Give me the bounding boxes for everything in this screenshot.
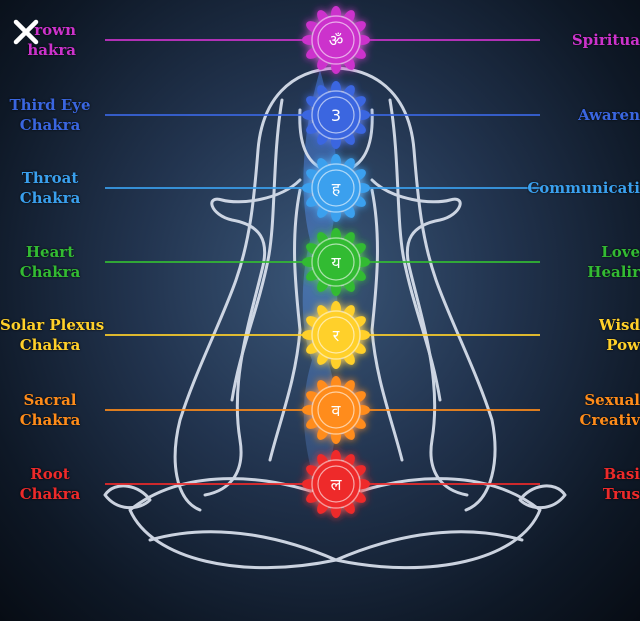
- label-line: Throat: [21, 169, 79, 187]
- close-button[interactable]: [6, 12, 46, 52]
- label-line: Spiritua: [571, 31, 640, 49]
- solar-plexus-chakra-symbol: र: [333, 326, 340, 345]
- label-line: Basi: [603, 465, 640, 483]
- crown-chakra-meaning: Spiritua: [572, 30, 640, 50]
- label-line: hakra: [27, 41, 76, 59]
- throat-chakra-icon: ह: [302, 154, 370, 222]
- label-line: Healir: [587, 263, 640, 281]
- crown-chakra-symbol: ॐ: [329, 31, 344, 50]
- label-line: Chakra: [19, 189, 81, 207]
- crown-chakra-name: rown hakra: [0, 20, 76, 60]
- heart-chakra-symbol: य: [331, 253, 341, 272]
- label-line: Sexual: [584, 391, 640, 409]
- label-line: Chakra: [19, 116, 81, 134]
- throat-chakra-meaning: Communicati: [527, 178, 640, 198]
- label-line: Love: [601, 243, 640, 261]
- label-line: Pow: [606, 336, 640, 354]
- label-line: Heart: [25, 243, 75, 261]
- root-chakra-icon: ल: [302, 450, 370, 518]
- sacral-chakra-symbol: व: [332, 401, 342, 420]
- label-line: Sacral: [23, 391, 77, 409]
- crown-chakra-icon: ॐ: [302, 6, 370, 74]
- label-line: Chakra: [19, 411, 81, 429]
- solar-plexus-chakra-icon: र: [302, 301, 370, 369]
- throat-chakra-symbol: ह: [332, 179, 341, 198]
- third-eye-chakra-icon: 3: [302, 81, 370, 149]
- sacral-chakra-icon: व: [302, 376, 370, 444]
- meditating-figure: [103, 66, 567, 570]
- label-line: Root: [30, 465, 70, 483]
- root-chakra-symbol: ल: [331, 475, 343, 494]
- third-eye-chakra-meaning: Awaren: [578, 105, 640, 125]
- heart-chakra-icon: य: [302, 228, 370, 296]
- label-line: Chakra: [19, 485, 81, 503]
- label-line: Creativ: [579, 411, 640, 429]
- label-line: Third Eye: [9, 96, 91, 114]
- third-eye-chakra-symbol: 3: [331, 106, 341, 125]
- close-icon: [13, 19, 39, 45]
- label-line: Chakra: [19, 336, 81, 354]
- label-line: rown: [34, 21, 76, 39]
- label-line: Chakra: [19, 263, 81, 281]
- label-line: Communicati: [527, 179, 640, 197]
- label-line: Wisd: [598, 316, 640, 334]
- label-line: Solar Plexus: [0, 316, 105, 334]
- label-line: Trus: [602, 485, 640, 503]
- label-line: Awaren: [577, 106, 640, 124]
